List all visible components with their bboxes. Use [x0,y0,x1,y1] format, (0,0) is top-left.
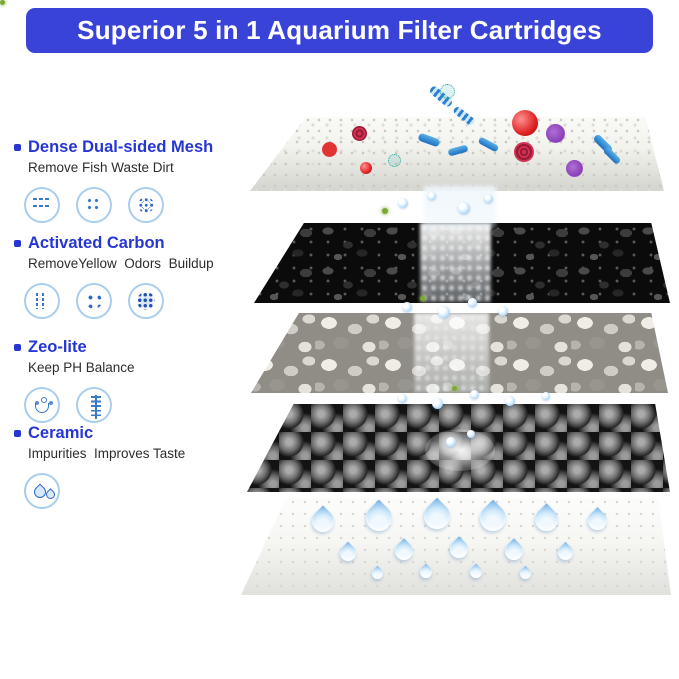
rose-germ-icon [514,142,534,162]
feature-title: Ceramic [28,424,94,442]
bubble [398,198,408,208]
particles-icon [76,187,112,223]
microbe-icon [440,84,455,99]
bubbles-icon [24,387,60,423]
bubble [498,306,508,316]
feature-activated-carbon: Activated Carbon RemoveYellow Odors Buil… [14,234,250,319]
germ-icon [128,187,164,223]
bullet-icon [14,344,21,351]
feature-title: Zeo-lite [28,338,87,356]
spiky-germ-icon [322,142,337,157]
bubble [428,192,436,200]
activated-carbon-layer [254,223,670,303]
title-banner: Superior 5 in 1 Aquarium Filter Cartridg… [26,8,653,53]
bubble [484,194,493,203]
bubble [505,396,515,406]
feature-icon-row [24,473,250,509]
feature-subtitle: Remove Fish Waste Dirt [28,160,174,175]
algae-speck [452,386,457,391]
pores-icon [24,283,60,319]
feature-icon-row [24,187,250,223]
airflow-icon [24,187,60,223]
feature-title: Dense Dual-sided Mesh [28,138,214,156]
bubble [466,430,475,439]
bubble [432,398,443,409]
feature-ceramic: Ceramic Impurities Improves Taste [14,424,250,509]
algae-speck [0,0,5,5]
zeolite-layer [251,313,668,393]
feature-title: Activated Carbon [28,234,165,252]
germ-ball-icon [360,162,372,174]
virus-icon [566,160,583,177]
algae-speck [420,296,425,301]
bacteria-rod-icon [417,132,441,148]
rose-germ-icon [352,126,367,141]
bubble [402,302,412,312]
ceramic-layer [247,404,670,492]
feature-icon-row [24,283,250,319]
bacteria-spiral-icon [452,105,476,127]
bubble [398,394,407,403]
germs-illustration [300,84,636,190]
virus-icon [546,124,565,143]
bacteria-rod-icon [447,144,469,157]
feature-subtitle: Impurities Improves Taste [28,446,186,461]
bullet-icon [14,430,21,437]
bubble [542,392,550,400]
page-title: Superior 5 in 1 Aquarium Filter Cartridg… [77,15,602,45]
cluster-icon [128,283,164,319]
bubble [468,298,477,307]
bullet-icon [14,240,21,247]
bubble [458,202,470,214]
germ-ball-icon [512,110,538,136]
feature-dense-mesh: Dense Dual-sided Mesh Remove Fish Waste … [14,138,250,223]
feature-subtitle: Keep PH Balance [28,360,135,375]
microbe-icon [388,154,401,167]
water-stream [413,313,489,393]
foam-cloud [424,428,495,471]
bubble [445,437,456,448]
bacteria-rod-icon [477,136,500,153]
ph-scale-icon [76,387,112,423]
bullet-icon [14,144,21,151]
water-drops-icon [24,473,60,509]
water-stream [420,223,492,303]
feature-icon-row [24,387,250,423]
feature-subtitle: RemoveYellow Odors Buildup [28,256,214,271]
bubble [438,306,450,318]
feature-zeolite: Zeo-lite Keep PH Balance [14,338,250,423]
algae-speck [382,208,388,214]
bubble [470,390,479,399]
dots-icon [76,283,112,319]
